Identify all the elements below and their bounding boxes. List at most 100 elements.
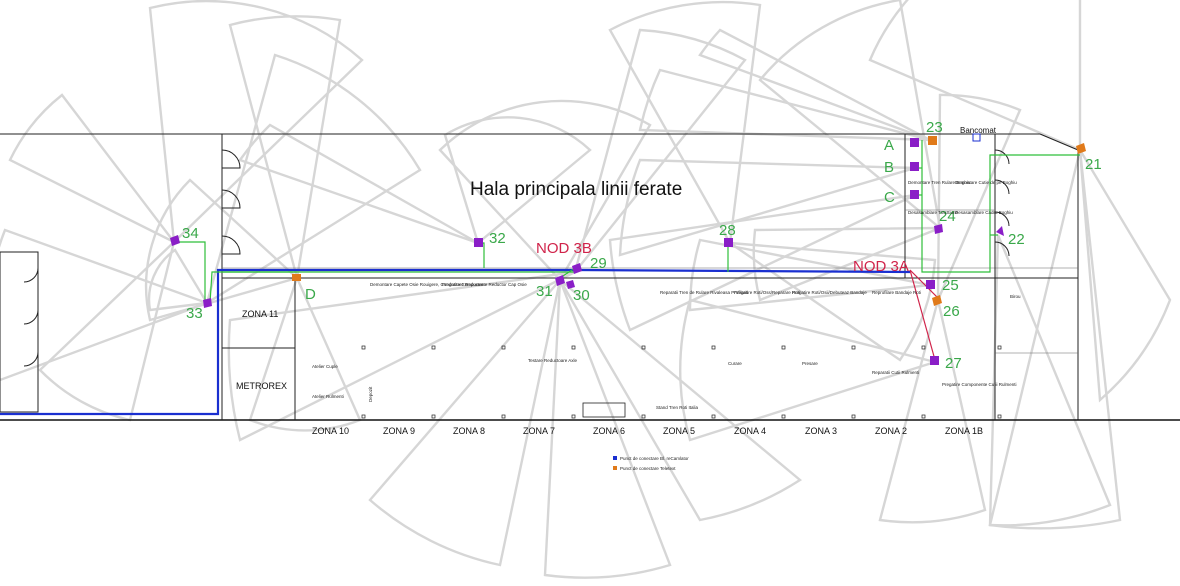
- camera-a-icon[interactable]: [910, 138, 919, 147]
- area-label: Pregatire Componente Cutii Rulmenti: [942, 382, 1017, 387]
- door-east-1: [994, 149, 1010, 165]
- fov-29-b: [227, 270, 576, 442]
- zone-label: ZONA 4: [734, 426, 766, 436]
- fov-30-a: [558, 279, 803, 522]
- area-label: Desasamblare Cadru Boghiu: [955, 210, 1013, 215]
- fov-28-b: [725, 241, 937, 362]
- fov-32-b: [238, 123, 479, 245]
- fov-24-b: [752, 226, 941, 302]
- camera-b-icon[interactable]: [910, 162, 919, 171]
- legend: Punct de conectare Bl. reCamlator Punct …: [613, 456, 689, 471]
- zone-label: ZONA 3: [805, 426, 837, 436]
- fov-34-a: [148, 0, 364, 245]
- camera-27-icon[interactable]: [930, 356, 939, 365]
- zone-label: ZONA 2: [875, 426, 907, 436]
- area-label: Desasamblare Tracttiune: [908, 210, 959, 215]
- area-label: Pregatire Roti/Osii/Debuteaz Bandaje: [792, 290, 867, 295]
- area-label: Testare Reductoare Axle: [528, 358, 578, 363]
- area-label: Atelier Rulmenti: [312, 394, 344, 399]
- fov-c-long: [608, 193, 916, 332]
- camera-31-icon[interactable]: [555, 275, 565, 286]
- camera-23-icon[interactable]: [928, 136, 937, 145]
- camera-25-icon[interactable]: [926, 280, 935, 289]
- zone-labels: ZONA 10 ZONA 9 ZONA 8 ZONA 7 ZONA 6 ZONA…: [312, 426, 983, 436]
- area-annotations: Demontare Capete Osie Rouigere, Conducta…: [312, 180, 1021, 410]
- door-east-2: [994, 179, 1010, 195]
- node-label-3b: NOD 3B: [536, 240, 592, 257]
- camera-label-23: 23: [926, 119, 943, 136]
- camera-label-b: B: [884, 159, 894, 176]
- fov-34-c: [38, 238, 177, 422]
- camera-28-icon[interactable]: [724, 238, 733, 247]
- fov-21-a: [868, 0, 1082, 152]
- fov-d-b: [144, 178, 300, 322]
- camera-label-d: D: [305, 286, 316, 303]
- cable-red-27: [909, 269, 936, 361]
- area-label: Stand Tren Roti Italia: [656, 405, 699, 410]
- area-label: Birou: [1010, 294, 1021, 299]
- camera-32-icon[interactable]: [474, 238, 483, 247]
- fov-24-a: [758, 0, 942, 231]
- zone-label: ZONA 9: [383, 426, 415, 436]
- stand-box: [582, 402, 626, 418]
- camera-icons: [170, 136, 1086, 365]
- camera-label-32: 32: [489, 230, 506, 247]
- door-2: [221, 189, 241, 209]
- camera-label-28: 28: [719, 222, 736, 239]
- cable-office-loop: [921, 140, 1080, 273]
- legend-item: Punct de conectare Teletext: [620, 466, 676, 471]
- camera-label-c: C: [884, 189, 895, 206]
- fov-a-long: [698, 28, 931, 142]
- fov-29-a: [573, 28, 747, 273]
- camera-label-a: A: [884, 137, 894, 154]
- door-east-3: [994, 211, 1010, 227]
- camera-label-22: 22: [1008, 231, 1025, 248]
- camera-d-icon[interactable]: [292, 274, 301, 281]
- legend-swatch-blue: [613, 456, 617, 460]
- camera-c-icon[interactable]: [910, 190, 919, 199]
- legend-swatch-orange: [613, 466, 617, 470]
- fov-d-a: [228, 15, 342, 279]
- area-label: Demontare Cutie de pe Boghiu: [955, 180, 1017, 185]
- fov-33-a: [205, 53, 422, 306]
- camera-24-icon[interactable]: [934, 224, 943, 234]
- zone-label: ZONA 7: [523, 426, 555, 436]
- fov-30-b: [543, 279, 672, 579]
- fov-31-a: [438, 99, 652, 283]
- node-label-3a: NOD 3A: [853, 258, 909, 275]
- area-label: Pregatire Componente Reductor Cap Osie: [442, 282, 527, 287]
- cable-red-26: [909, 269, 941, 301]
- annex-door-2: [23, 309, 39, 325]
- bancomat-label: Bancomat: [960, 126, 997, 135]
- fov-27-a: [679, 298, 940, 442]
- camera-34-icon[interactable]: [170, 235, 180, 246]
- camera-30-icon[interactable]: [566, 280, 575, 289]
- legend-item: Punct de conectare Bl. reCamlator: [620, 456, 689, 461]
- fov-23-long: [638, 68, 931, 142]
- zone-label: ZONA 8: [453, 426, 485, 436]
- fov-33-b: [0, 228, 211, 382]
- area-label: Atelier Cuple: [312, 364, 338, 369]
- fov-25-a: [688, 238, 931, 312]
- area-label: Reparatii Cutii Rulmenti: [872, 370, 919, 375]
- camera-29-icon[interactable]: [572, 263, 582, 274]
- camera-label-26: 26: [943, 303, 960, 320]
- area-label: Curare: [728, 361, 742, 366]
- wall-north-corner: [1039, 133, 1079, 151]
- camera-33-icon[interactable]: [203, 298, 212, 308]
- camera-label-33: 33: [186, 305, 203, 322]
- fov-26-a: [878, 299, 987, 524]
- annex-building: [0, 251, 39, 413]
- fov-21-b: [1078, 149, 1172, 403]
- camera-26-icon[interactable]: [932, 295, 942, 306]
- camera-label-27: 27: [945, 355, 962, 372]
- area-label: Pregatire Roti/Oss/Reparare Roti: [734, 290, 800, 295]
- camera-21-icon[interactable]: [1076, 143, 1086, 154]
- camera-label-21: 21: [1085, 156, 1102, 173]
- camera-22-icon[interactable]: [996, 226, 1004, 236]
- fiber-blue-main: [0, 268, 911, 416]
- camera-label-29: 29: [590, 255, 607, 272]
